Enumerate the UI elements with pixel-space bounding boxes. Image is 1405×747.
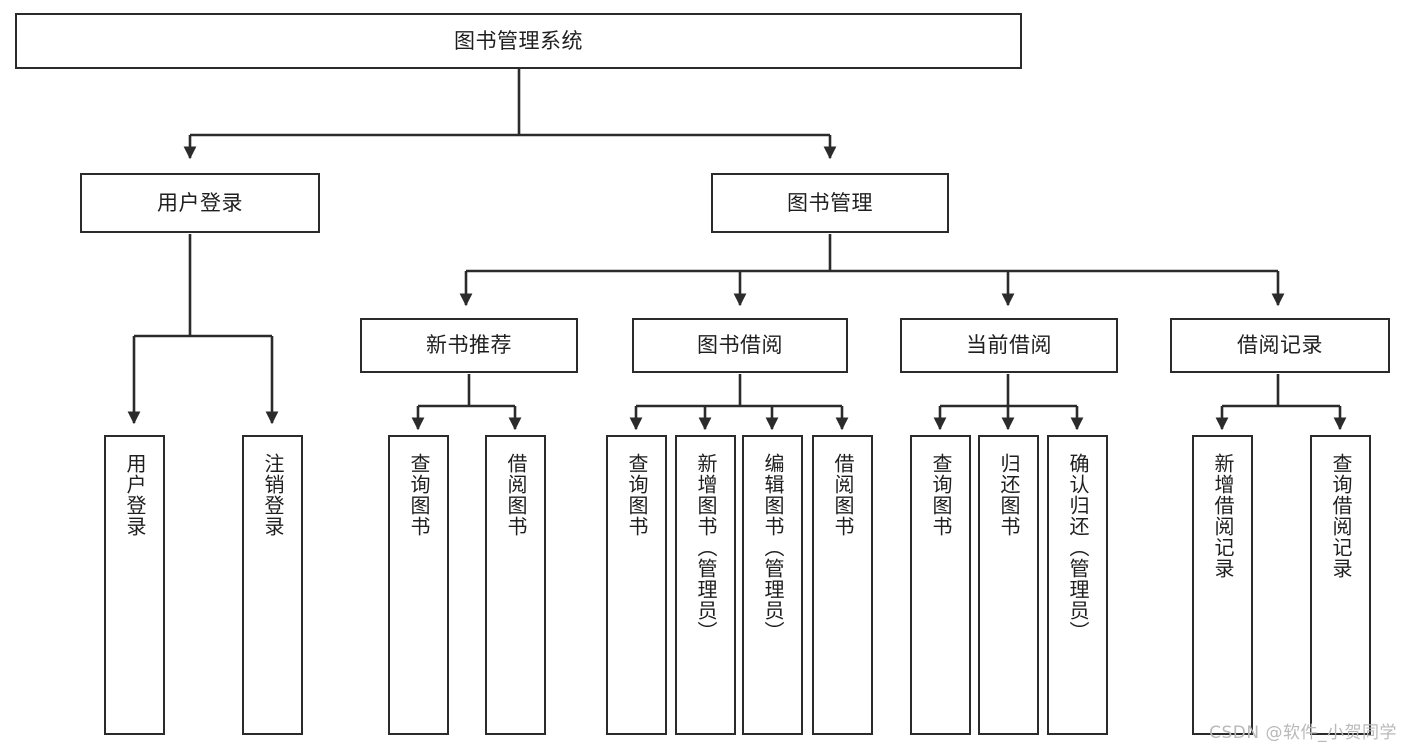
node-new-book-recommend[interactable]: 新书推荐 <box>360 318 578 373</box>
node-book-manage-label: 图书管理 <box>787 190 873 215</box>
csdn-watermark: CSDN @软件_小贺同学 <box>1209 723 1397 743</box>
leaf-borrow-borrow-book-label: 借阅图书 <box>831 453 855 537</box>
node-borrow-record-label: 借阅记录 <box>1237 333 1323 358</box>
node-borrow-record[interactable]: 借阅记录 <box>1170 318 1390 373</box>
node-current-borrow[interactable]: 当前借阅 <box>900 318 1118 373</box>
node-user-login-label: 用户登录 <box>157 190 243 215</box>
leaf-borrow-edit-book[interactable]: 编辑图书（管理员） <box>742 435 803 735</box>
leaf-new-book-search-label: 查询图书 <box>407 453 431 537</box>
leaf-borrow-edit-book-label: 编辑图书（管理员） <box>761 453 785 642</box>
node-current-borrow-label: 当前借阅 <box>966 333 1052 358</box>
leaf-current-search[interactable]: 查询图书 <box>910 435 971 735</box>
leaf-user-login[interactable]: 用户登录 <box>104 435 165 735</box>
leaf-borrow-search[interactable]: 查询图书 <box>606 435 667 735</box>
leaf-logout-label: 注销登录 <box>261 453 285 537</box>
leaf-current-return[interactable]: 归还图书 <box>978 435 1039 735</box>
leaf-user-login-label: 用户登录 <box>123 453 147 537</box>
leaf-borrow-add-book[interactable]: 新增图书（管理员） <box>675 435 736 735</box>
node-book-borrow-label: 图书借阅 <box>697 333 783 358</box>
leaf-current-search-label: 查询图书 <box>929 453 953 537</box>
node-root-label: 图书管理系统 <box>454 28 583 53</box>
leaf-borrow-search-label: 查询图书 <box>625 453 649 537</box>
node-root[interactable]: 图书管理系统 <box>15 13 1022 69</box>
node-user-login[interactable]: 用户登录 <box>80 173 320 233</box>
leaf-new-book-borrow[interactable]: 借阅图书 <box>485 435 546 735</box>
leaf-new-book-borrow-label: 借阅图书 <box>504 453 528 537</box>
leaf-borrow-borrow-book[interactable]: 借阅图书 <box>812 435 873 735</box>
node-new-book-recommend-label: 新书推荐 <box>426 333 512 358</box>
leaf-current-return-label: 归还图书 <box>997 453 1021 537</box>
leaf-record-search-label: 查询借阅记录 <box>1329 453 1353 579</box>
leaf-logout[interactable]: 注销登录 <box>242 435 303 735</box>
leaf-current-confirm-return[interactable]: 确认归还（管理员） <box>1047 435 1108 735</box>
node-book-manage[interactable]: 图书管理 <box>711 173 949 233</box>
leaf-record-search[interactable]: 查询借阅记录 <box>1310 435 1371 735</box>
leaf-record-add-label: 新增借阅记录 <box>1211 453 1235 579</box>
leaf-current-confirm-return-label: 确认归还（管理员） <box>1066 453 1090 642</box>
leaf-record-add[interactable]: 新增借阅记录 <box>1192 435 1253 735</box>
leaf-new-book-search[interactable]: 查询图书 <box>388 435 449 735</box>
node-book-borrow[interactable]: 图书借阅 <box>632 318 848 373</box>
leaf-borrow-add-book-label: 新增图书（管理员） <box>694 453 718 642</box>
